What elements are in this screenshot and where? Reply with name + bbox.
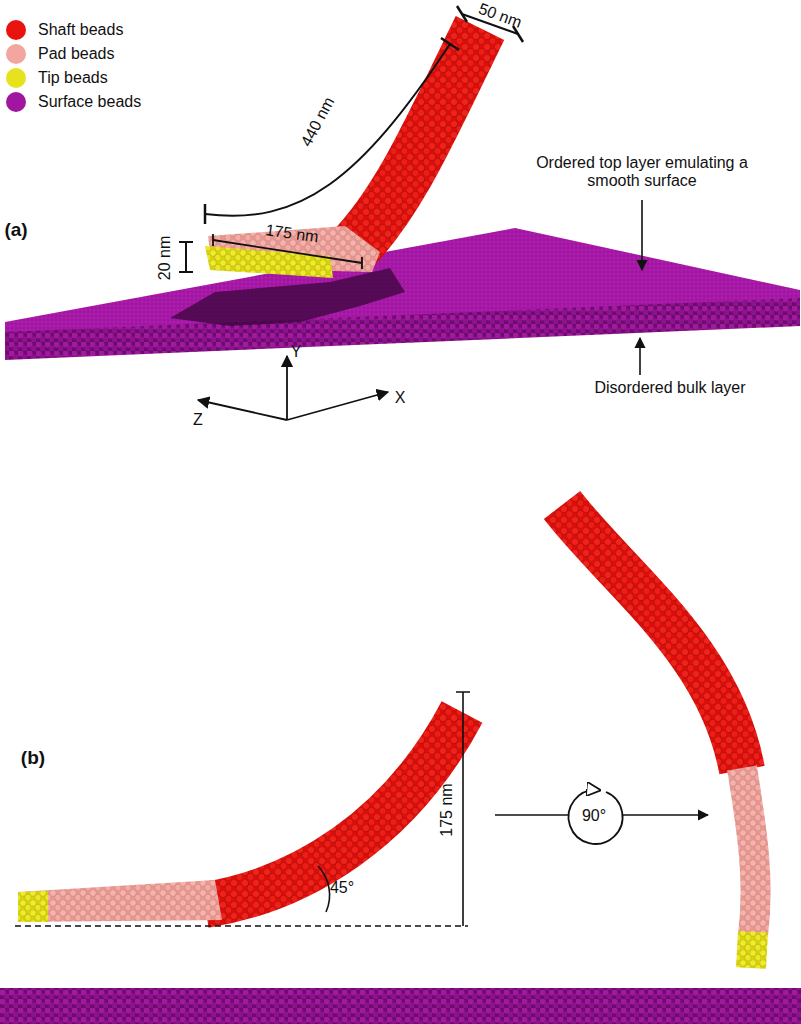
dimension-label: 20 nm <box>156 236 174 280</box>
tip <box>751 932 753 968</box>
surface <box>0 988 801 1024</box>
panel-label: (a) <box>4 219 27 241</box>
panel-label: (b) <box>21 747 45 769</box>
legend-entry: Tip beads <box>6 68 108 88</box>
legend-swatch <box>6 20 26 40</box>
dimension-bracket <box>205 44 450 216</box>
legend-text: Tip beads <box>38 69 108 87</box>
legend-swatch <box>6 92 26 112</box>
axis-arrow <box>286 356 288 420</box>
legend-swatch <box>6 44 26 64</box>
axis-arrow <box>198 400 287 420</box>
dimension-label: 440 nm <box>297 94 338 150</box>
legend-entry: Surface beads <box>6 92 141 112</box>
tip <box>18 891 48 922</box>
shaft <box>562 505 742 770</box>
tip-shadow <box>170 268 405 326</box>
dimension-tick <box>205 38 459 224</box>
shaft <box>352 28 480 250</box>
angle-label: 45° <box>330 879 354 897</box>
annotation: Ordered top layer emulating a smooth sur… <box>517 154 767 191</box>
ordered-top-layer <box>5 228 800 332</box>
legend-text: Surface beads <box>38 93 141 111</box>
axis-label: Z <box>193 411 203 429</box>
dimension-line <box>456 692 470 926</box>
annotation: Disordered bulk layer <box>594 379 745 397</box>
pad <box>18 880 222 922</box>
axis-arrow <box>287 392 388 420</box>
dimension-label: 175 nm <box>438 783 456 836</box>
legend-entry: Shaft beads <box>6 20 123 40</box>
legend-text: Shaft beads <box>38 21 123 39</box>
axis-label: X <box>395 389 406 407</box>
leader-arrow <box>641 200 643 270</box>
dimension-bracket <box>179 242 193 272</box>
tip <box>205 246 333 278</box>
pad <box>742 768 756 935</box>
legend-entry: Pad beads <box>6 44 115 64</box>
rotation-circle <box>569 790 623 844</box>
legend-text: Pad beads <box>38 45 115 63</box>
shaft <box>205 712 462 905</box>
leader-arrow <box>639 338 641 375</box>
legend-swatch <box>6 68 26 88</box>
angle-label: 90° <box>582 807 606 825</box>
angle-arc <box>318 866 330 912</box>
axis-label: Y <box>291 343 302 361</box>
reference-line <box>15 925 468 927</box>
